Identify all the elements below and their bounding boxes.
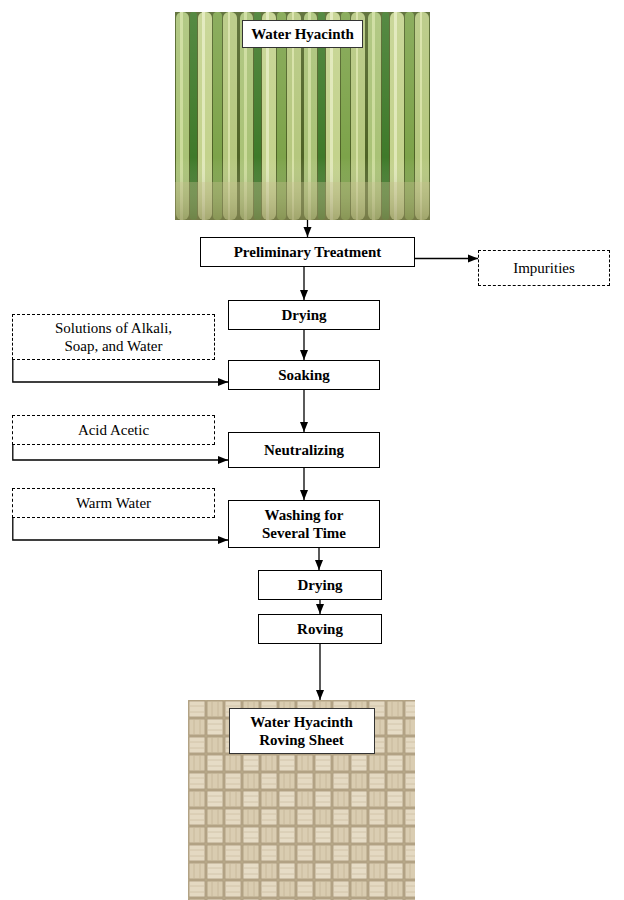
process-box: Neutralizing — [228, 432, 380, 468]
flow-arrow — [303, 468, 304, 500]
output-box: Impurities — [478, 250, 610, 286]
flow-arrow — [303, 330, 304, 360]
photo-node: Water Hyacinth Roving Sheet — [188, 700, 415, 900]
stems-base — [175, 182, 430, 220]
box-text: Neutralizing — [264, 441, 344, 459]
process-box: Soaking — [228, 360, 380, 390]
flow-arrow — [319, 600, 320, 614]
flow-arrow — [13, 445, 228, 460]
flow-arrow — [303, 267, 304, 300]
weave-fill — [188, 700, 415, 900]
stems-fill — [175, 12, 430, 220]
flow-arrow — [415, 258, 478, 259]
box-text: Acid Acetic — [78, 421, 149, 439]
input-box: Acid Acetic — [12, 415, 215, 445]
box-text: Drying — [298, 576, 343, 594]
process-box: Preliminary Treatment — [200, 237, 415, 267]
process-box: Drying — [258, 570, 382, 600]
flow-arrow — [13, 518, 228, 540]
flow-arrow — [13, 360, 228, 382]
box-text: Washing for Several Time — [249, 506, 359, 542]
box-text: Warm Water — [76, 494, 151, 512]
box-text: Solutions of Alkali, Soap, and Water — [46, 319, 181, 355]
photo-node: Water Hyacinth — [175, 12, 430, 220]
process-box: Washing for Several Time — [228, 500, 380, 548]
flow-arrow — [318, 548, 319, 570]
box-text: Preliminary Treatment — [234, 243, 382, 261]
box-text: Impurities — [513, 259, 575, 277]
process-box: Roving — [258, 614, 382, 644]
input-box: Solutions of Alkali, Soap, and Water — [12, 314, 215, 360]
box-text: Roving — [297, 620, 343, 638]
stems-shade — [175, 12, 430, 220]
flow-arrow — [307, 220, 308, 237]
photo-label: Water Hyacinth Roving Sheet — [229, 708, 375, 754]
process-box: Drying — [228, 300, 380, 330]
input-box: Warm Water — [12, 488, 215, 518]
box-text: Drying — [282, 306, 327, 324]
flow-arrow — [303, 390, 304, 432]
flow-arrow — [319, 644, 320, 700]
box-text: Soaking — [278, 366, 330, 384]
photo-label: Water Hyacinth — [242, 20, 363, 48]
